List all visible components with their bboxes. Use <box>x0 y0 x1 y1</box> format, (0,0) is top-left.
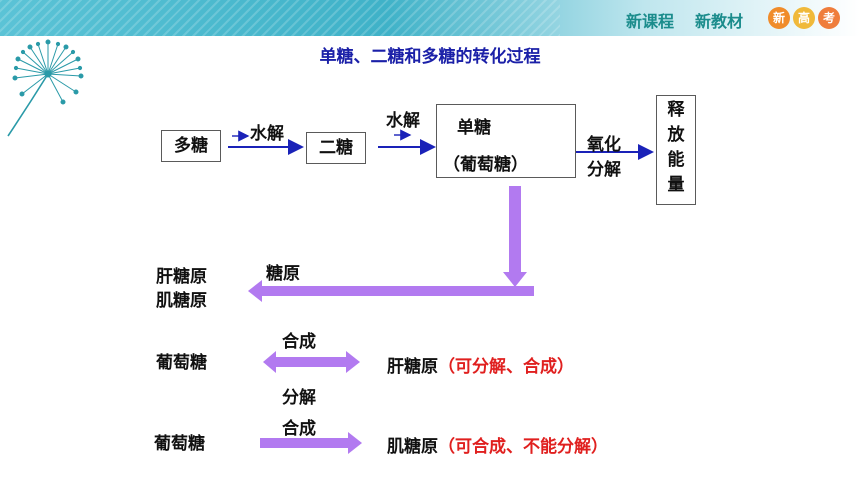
arrow-purple-left-head <box>248 280 262 302</box>
arrow-purple-down-shaft <box>509 186 521 278</box>
liver-glycogen-result: 肝糖原（可分解、合成） <box>387 352 574 377</box>
muscle-glucose-label: 葡萄糖 <box>154 434 205 454</box>
release-char-3: 能 <box>667 150 685 170</box>
monosaccharide-label: 单糖 <box>457 118 491 138</box>
arrow-purple-left-shaft <box>262 286 534 296</box>
arrow-single-shaft <box>260 438 348 448</box>
hydrolysis2-label: 水解 <box>386 111 420 131</box>
hydrolysis1-label: 水解 <box>250 124 284 144</box>
arrow-double-head-left <box>263 351 276 373</box>
polysaccharide-label: 多糖 <box>174 136 208 156</box>
disaccharide-box: 二糖 <box>306 132 366 164</box>
polysaccharide-box: 多糖 <box>161 130 221 162</box>
brand-new-textbook: 新教材 <box>695 12 744 31</box>
release-energy-box: 释 放 能 量 <box>656 95 696 205</box>
brand-new-curriculum: 新课程 <box>626 12 675 31</box>
liver-glycogen-note: （可分解、合成） <box>438 357 574 377</box>
dandelion-icon <box>7 39 84 137</box>
arrow-double-shaft <box>276 357 346 367</box>
muscle-synthesis-label: 合成 <box>282 419 316 439</box>
arrow-purple-down-head <box>503 272 527 287</box>
liver-synthesis-label: 合成 <box>282 332 316 352</box>
badge-xin: 新 <box>768 7 790 29</box>
muscle-glycogen-text: 肌糖原 <box>387 437 438 457</box>
glycogen-label: 糖原 <box>266 264 300 284</box>
muscle-glycogen-note: （可合成、不能分解） <box>438 437 608 457</box>
glucose-label: （葡萄糖） <box>443 155 528 175</box>
decomposition-label: 分解 <box>587 160 621 180</box>
header-stripe-pattern <box>0 0 560 36</box>
badge-kao: 考 <box>818 7 840 29</box>
disaccharide-label: 二糖 <box>319 138 353 158</box>
monosaccharide-box: 单糖 （葡萄糖） <box>436 104 576 178</box>
oxidation-label: 氧化 <box>587 135 621 155</box>
arrow-double-head-right <box>346 351 360 373</box>
release-char-1: 释 <box>667 100 685 120</box>
muscle-glycogen-label: 肌糖原 <box>156 291 207 311</box>
liver-glycogen-text: 肝糖原 <box>387 357 438 377</box>
badge-gao: 高 <box>793 7 815 29</box>
release-char-4: 量 <box>667 175 685 195</box>
liver-glucose-label: 葡萄糖 <box>156 353 207 373</box>
muscle-glycogen-result: 肌糖原（可合成、不能分解） <box>387 432 608 457</box>
liver-decomposition-label: 分解 <box>282 388 316 408</box>
liver-glycogen-label: 肝糖原 <box>156 267 207 287</box>
release-char-2: 放 <box>667 125 685 145</box>
header-bar <box>0 0 860 36</box>
arrow-single-head <box>348 432 362 454</box>
page-title: 单糖、二糖和多糖的转化过程 <box>319 47 541 67</box>
